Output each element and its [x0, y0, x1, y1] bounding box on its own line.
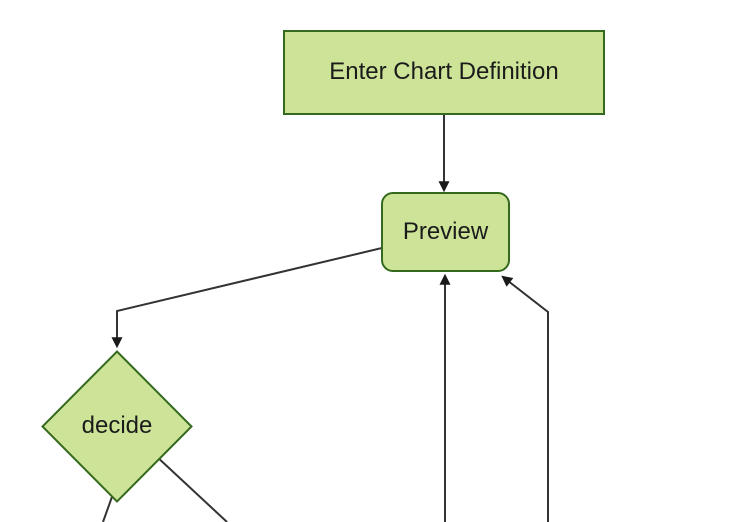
node-preview: Preview	[381, 192, 510, 272]
diamond-shape	[41, 350, 193, 503]
node-enter-chart-definition: Enter Chart Definition	[283, 30, 605, 115]
node-decide: decide	[41, 350, 193, 503]
node-decide-label: decide	[81, 412, 153, 440]
edge-decide-to-offscreen-right	[154, 454, 228, 522]
node-enter-chart-definition-label: Enter Chart Definition	[329, 58, 559, 86]
node-preview-label: Preview	[402, 217, 489, 245]
edge-decide-to-offscreen-left	[102, 493, 114, 522]
edge-offscreen-bottom-to-preview-corner	[501, 275, 549, 522]
edge-preview-to-decide	[111, 247, 383, 349]
